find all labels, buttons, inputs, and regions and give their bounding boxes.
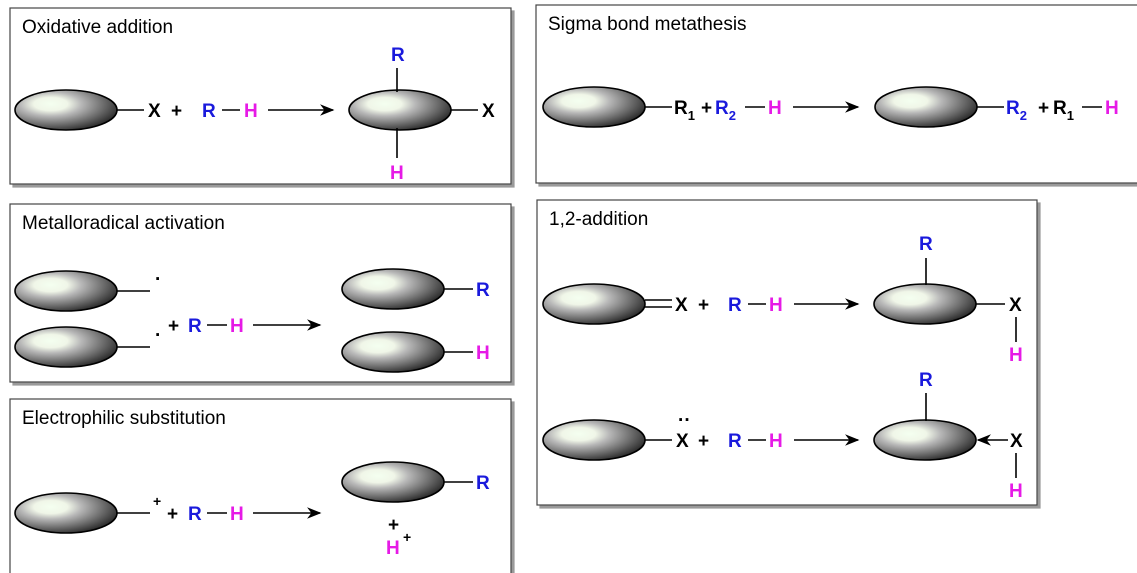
atom-h: H	[1009, 481, 1023, 502]
atom-h: H	[769, 295, 783, 316]
metal-center	[542, 283, 646, 325]
panel-title: Oxidative addition	[22, 17, 173, 38]
atom-h: H	[230, 504, 244, 525]
metal-center	[14, 326, 118, 368]
panel-title: 1,2-addition	[549, 209, 648, 230]
atom-r: R	[919, 370, 933, 391]
atom-h: H	[230, 316, 244, 337]
charge-plus: +	[153, 493, 161, 509]
metal-center	[873, 419, 977, 461]
plus-sign: +	[698, 431, 709, 452]
metal-center	[341, 331, 445, 373]
plus-sign: +	[171, 101, 182, 122]
atom-h: H	[390, 163, 404, 184]
atom-h: H	[769, 431, 783, 452]
metal-center	[14, 270, 118, 312]
panel-title: Sigma bond metathesis	[548, 14, 747, 35]
atom-h: H	[244, 101, 258, 122]
radical-dot: ·	[155, 325, 161, 346]
plus-sign: +	[168, 316, 179, 337]
metal-center	[14, 492, 118, 534]
atom-h: H	[1009, 345, 1023, 366]
atom-x: X	[1010, 431, 1023, 452]
atom-r2: R2	[715, 98, 736, 123]
metal-center	[542, 86, 646, 128]
panel-oxidative-addition: Oxidative addition X + R H R H X	[9, 7, 512, 185]
metal-center	[874, 86, 978, 128]
panel-title: Electrophilic substitution	[22, 408, 226, 429]
atom-r: R	[476, 280, 490, 301]
atom-r2: R2	[1006, 98, 1027, 123]
atom-h: H	[386, 538, 400, 559]
metal-center	[873, 283, 977, 325]
atom-h: H	[476, 343, 490, 364]
atom-x: X	[675, 295, 688, 316]
metal-center	[14, 89, 118, 131]
radical-dot: ·	[155, 269, 161, 290]
metal-center	[341, 461, 445, 503]
atom-r: R	[919, 234, 933, 255]
atom-x: X	[676, 431, 689, 452]
atom-r: R	[202, 101, 216, 122]
lone-pair: ··	[678, 410, 691, 431]
panel-metalloradical-activation: Metalloradical activation · · + R H R H	[9, 203, 512, 383]
atom-r1: R1	[1053, 98, 1074, 123]
panel-1-2-addition: 1,2-addition X + R H R X H ·· X + R H R …	[536, 199, 1038, 506]
plus-sign: +	[388, 515, 399, 536]
atom-x: X	[482, 101, 495, 122]
panel-electrophilic-substitution: Electrophilic substitution + + R H R + H…	[9, 398, 512, 573]
plus-sign: +	[167, 504, 178, 525]
atom-r: R	[476, 473, 490, 494]
plus-sign: +	[698, 295, 709, 316]
plus-sign: +	[701, 98, 712, 119]
plus-sign: +	[1038, 98, 1049, 119]
atom-r: R	[391, 45, 405, 66]
atom-r1: R1	[674, 98, 695, 123]
metal-center	[348, 89, 452, 131]
atom-x: X	[148, 101, 161, 122]
atom-h: H	[768, 98, 782, 119]
atom-h: H	[1105, 98, 1119, 119]
atom-x: X	[1009, 295, 1022, 316]
atom-r: R	[188, 316, 202, 337]
metal-center	[542, 419, 646, 461]
metal-center	[341, 268, 445, 310]
charge-plus: +	[403, 529, 411, 545]
atom-r: R	[188, 504, 202, 525]
atom-r: R	[728, 431, 742, 452]
panel-title: Metalloradical activation	[22, 213, 225, 234]
atom-r: R	[728, 295, 742, 316]
panel-sigma-bond-metathesis: Sigma bond metathesis R1 + R2 H R2 + R1 …	[535, 4, 1137, 184]
